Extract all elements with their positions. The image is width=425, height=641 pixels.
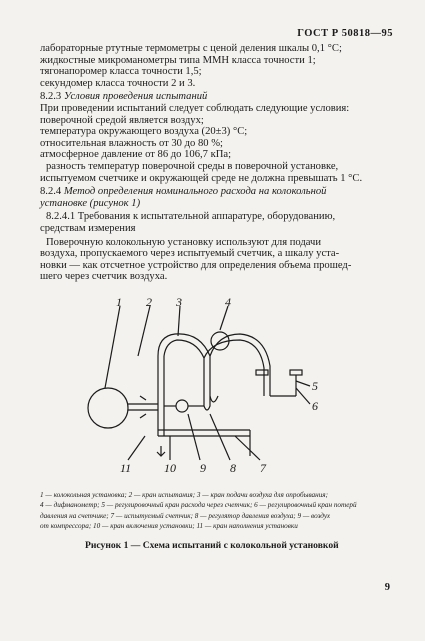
label-7: 7 (260, 461, 267, 475)
test-scheme-figure: 1 2 3 4 5 6 7 8 9 10 11 (60, 296, 360, 481)
section-title: Метод определения номинального расхода н… (63, 186, 327, 198)
text-line: При проведении испытаний следует соблюда… (40, 102, 350, 114)
text-line: атмосферное давление от 86 до 106,7 кПа; (40, 149, 232, 161)
text-line: относительная влажность от 30 до 80 %; (40, 137, 223, 149)
text-line: температура окружающего воздуха (20±3) °… (40, 126, 248, 138)
leader-line (209, 413, 231, 461)
label-4: 4 (225, 296, 231, 309)
pressure-loss-valve (289, 369, 303, 376)
text-line: воздуха, пропускаемого через испытуемый … (40, 248, 340, 260)
pressure-regulator (175, 399, 189, 413)
flow-arrow (156, 446, 166, 457)
text-line: новки — как отсчетное устройство для опр… (40, 259, 352, 271)
leader-line (177, 305, 181, 337)
text-line: разность температур поверочной среды в п… (46, 160, 339, 172)
subsection-heading-cont: средствам измерения (40, 222, 136, 234)
text-line: секундомер класса точности 2 и 3. (40, 77, 196, 89)
flow-arrow (139, 395, 147, 419)
label-1: 1 (116, 296, 122, 309)
pipe-loop (163, 339, 205, 391)
leader-line (127, 435, 146, 461)
pipe-loop (203, 339, 265, 396)
leader-line (295, 387, 311, 405)
legend-line: 1 — колокольная установка; 2 — кран испы… (40, 491, 329, 499)
section-title: Условия проведения испытаний (63, 91, 208, 103)
text-line: поверочной средой является воздух; (40, 114, 204, 126)
pipe-loop (157, 333, 211, 391)
figure-legend: 1 — колокольная установка; 2 — кран испы… (40, 490, 392, 532)
label-2: 2 (146, 296, 152, 309)
label-9: 9 (200, 461, 206, 475)
figure-title: Рисунок 1 — Схема испытаний с колокольно… (85, 540, 339, 551)
tested-meter (203, 391, 211, 411)
section-number: 8.2.3 (40, 91, 62, 103)
label-11: 11 (120, 461, 131, 475)
text-line: жидкостные микроманометры типа ММН класс… (40, 54, 316, 66)
label-10: 10 (164, 461, 176, 475)
leader-line (104, 305, 121, 389)
flow-valve (255, 369, 269, 376)
legend-line: 4 — дифманометр; 5 — регулировочный кран… (40, 501, 357, 510)
subsection-heading: 8.2.4.1 Требования к испытательной аппар… (46, 211, 336, 223)
label-6: 6 (312, 399, 318, 413)
page-number: 9 (384, 582, 390, 593)
scheme-diagram: 1 2 3 4 5 6 7 8 9 10 11 (87, 296, 318, 475)
text-line: шего через счетчик воздуха. (40, 271, 168, 283)
label-3: 3 (175, 296, 182, 309)
section-title-cont: установке (рисунок 1) (40, 197, 141, 209)
tested-meter (209, 395, 219, 403)
section-number: 8.2.4 (40, 186, 62, 198)
leader-line (219, 305, 229, 331)
differential-manometer (210, 331, 230, 351)
legend-line: от компрессора; 10 — кран включения уста… (40, 522, 298, 531)
text-line: тягонапоромер класса точности 1,5; (40, 66, 202, 78)
text-line: испытуемом счетчике и окружающей среде н… (40, 172, 363, 184)
label-5: 5 (312, 379, 318, 393)
section-heading-8-2-3: 8.2.3 Условия проведения испытаний (40, 91, 390, 103)
section-heading-8-2-4: 8.2.4 Метод определения номинального рас… (40, 186, 390, 198)
leader-line (295, 380, 311, 387)
document-body: лабораторные ртутные термометры с ценой … (40, 43, 390, 283)
leader-line (137, 305, 151, 357)
leader-line (234, 435, 261, 461)
leader-line (187, 413, 201, 461)
label-8: 8 (230, 461, 236, 475)
text-line: лабораторные ртутные термометры с ценой … (40, 43, 342, 54)
legend-line: давления на счетчике; 7 — испытуемый сче… (40, 511, 331, 520)
document-header: ГОСТ Р 50818—95 (297, 28, 393, 39)
bell-installation (87, 387, 129, 429)
text-line: Поверочную колокольную установку использ… (46, 236, 322, 248)
